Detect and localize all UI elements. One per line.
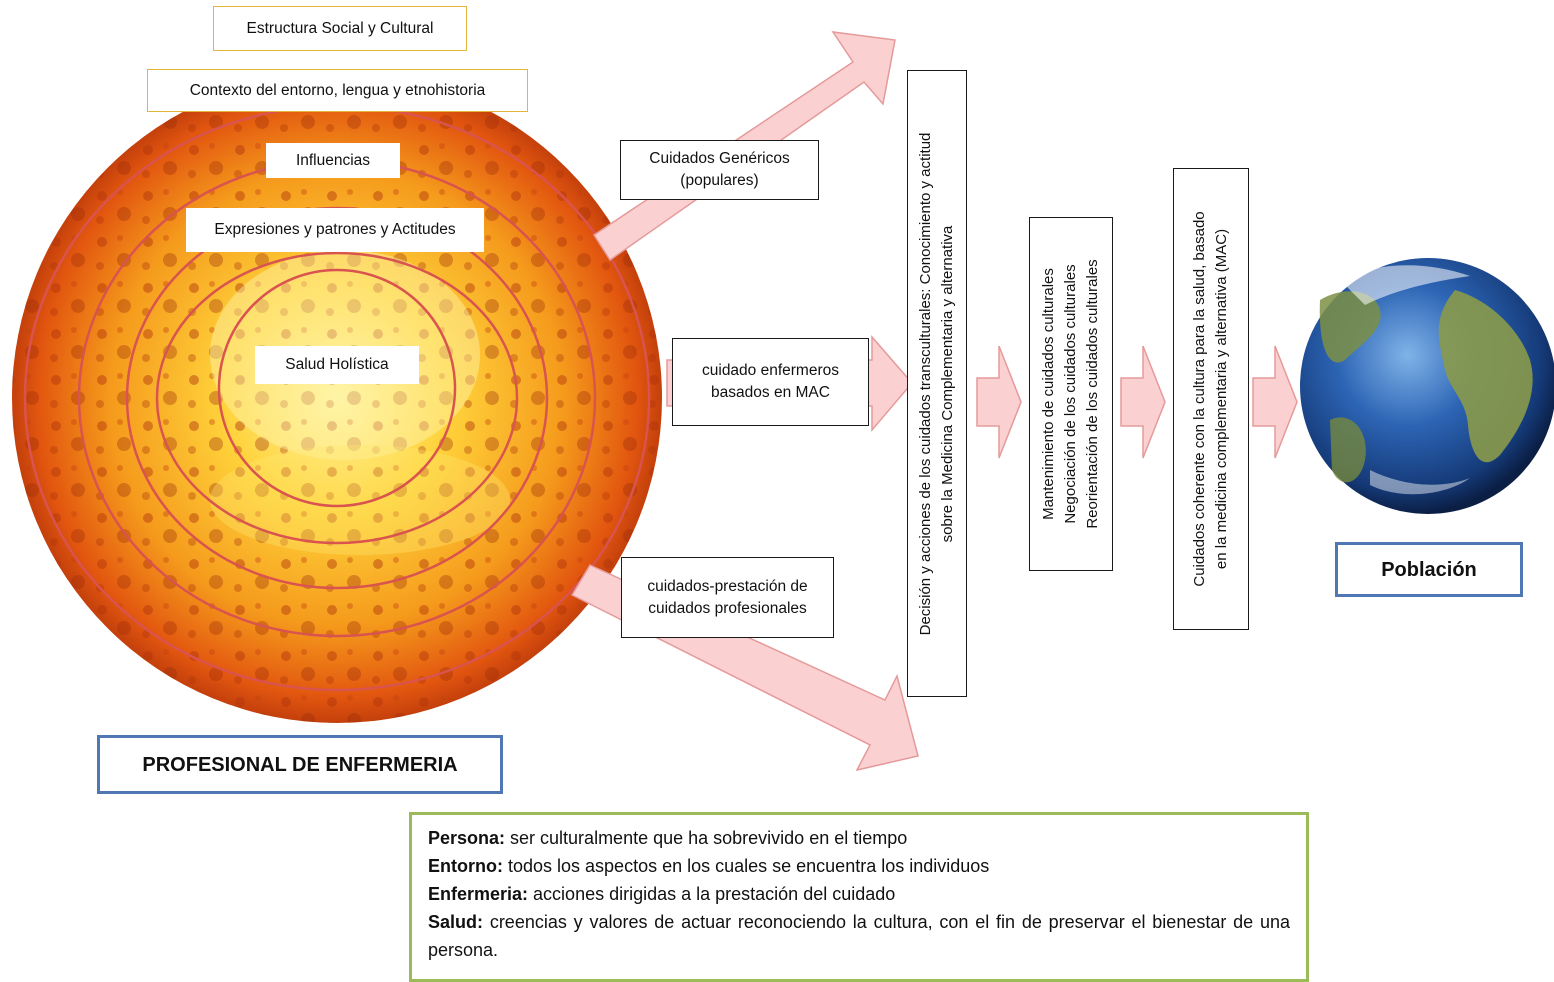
earth-clouds-south	[1370, 470, 1470, 495]
legend-persona-text: ser culturalmente que ha sobrevivido en …	[505, 828, 908, 848]
definitions-legend: Persona: ser culturalmente que ha sobrev…	[409, 812, 1309, 982]
process-modos-text: Mantenimiento de cuidados culturales Neg…	[1038, 259, 1104, 528]
process-modos-line3: Reorientación de los cuidados culturales	[1084, 259, 1101, 529]
legend-salud-text: creencias y valores de actuar reconocien…	[428, 912, 1290, 960]
layer-estructura: Estructura Social y Cultural	[213, 6, 467, 51]
branch-profesionales-line1: cuidados-prestación de	[647, 577, 808, 595]
legend-enfermeria-term: Enfermeria:	[428, 884, 529, 904]
layer-expresiones: Expresiones y patrones y Actitudes	[186, 208, 484, 252]
process-decision-text: Decisión y acciones de los cuidados tran…	[915, 132, 959, 635]
layer-influencias-label: Influencias	[295, 151, 371, 169]
ring-inner	[217, 268, 457, 508]
process-modos-line2: Negociación de los cuidados culturales	[1062, 264, 1079, 524]
process-decision: Decisión y acciones de los cuidados tran…	[907, 70, 967, 697]
process-coherente-line2: en la medicina complementaria y alternat…	[1213, 228, 1230, 570]
arrow-step-1	[976, 345, 1022, 459]
process-decision-line2: sobre la Medicina Complementaria y alter…	[939, 225, 956, 542]
legend-enfermeria-text: acciones dirigidas a la prestación del c…	[528, 884, 896, 904]
earth-continent-america	[1319, 291, 1381, 363]
earth-continent-africa	[1438, 290, 1533, 463]
legend-salud-term: Salud:	[428, 912, 484, 932]
branch-profesionales: cuidados-prestación de cuidados profesio…	[621, 557, 834, 638]
branch-genericos-line1: Cuidados Genéricos	[649, 150, 790, 167]
arrow-step-2	[1120, 345, 1166, 459]
branch-genericos-line2: (populares)	[680, 172, 759, 189]
label-poblacion: Población	[1335, 542, 1523, 597]
label-profesional: PROFESIONAL DE ENFERMERIA	[97, 735, 503, 794]
legend-entorno: Entorno: todos los aspectos en los cuale…	[428, 852, 1290, 880]
sun-texture	[12, 73, 662, 723]
layer-salud-holistica: Salud Holística	[255, 346, 419, 384]
earth-illustration	[1300, 258, 1554, 514]
sun-illustration	[12, 73, 662, 723]
layer-estructura-label: Estructura Social y Cultural	[246, 19, 434, 37]
legend-entorno-text: todos los aspectos en los cuales se encu…	[502, 856, 990, 876]
layer-influencias: Influencias	[266, 143, 400, 178]
legend-entorno-term: Entorno:	[428, 856, 503, 876]
branch-profesionales-line2: cuidados profesionales	[648, 599, 807, 617]
label-profesional-text: PROFESIONAL DE ENFERMERIA	[142, 753, 458, 776]
earth-continent-south	[1330, 417, 1366, 483]
arrow-step-3	[1252, 345, 1298, 459]
legend-enfermeria: Enfermeria: acciones dirigidas a la pres…	[428, 880, 1290, 908]
sun-highlight-lower	[210, 445, 510, 555]
legend-persona: Persona: ser culturalmente que ha sobrev…	[428, 824, 1290, 852]
earth-clouds	[1340, 265, 1470, 305]
process-coherente-text: Cuidados coherente con la cultura para l…	[1189, 211, 1233, 586]
legend-persona-term: Persona:	[428, 828, 506, 848]
process-coherente-line1: Cuidados coherente con la cultura para l…	[1191, 211, 1208, 587]
label-poblacion-text: Población	[1381, 558, 1477, 581]
branch-enfermeros-line1: cuidado enfermeros	[702, 362, 839, 379]
layer-expresiones-label: Expresiones y patrones y Actitudes	[214, 221, 456, 238]
branch-genericos: Cuidados Genéricos (populares)	[620, 140, 819, 200]
branch-enfermeros: cuidado enfermeros basados en MAC	[672, 338, 869, 426]
ring-fourth	[155, 251, 519, 545]
branch-enfermeros-line2: basados en MAC	[711, 384, 830, 401]
process-decision-line1: Decisión y acciones de los cuidados tran…	[917, 132, 934, 635]
process-modos-line1: Mantenimiento de cuidados culturales	[1040, 268, 1057, 520]
layer-salud-holistica-label: Salud Holística	[285, 356, 389, 373]
layer-contexto-label: Contexto del entorno, lengua y etnohisto…	[189, 81, 486, 99]
process-modos: Mantenimiento de cuidados culturales Neg…	[1029, 217, 1113, 571]
process-coherente: Cuidados coherente con la cultura para l…	[1173, 168, 1249, 630]
layer-contexto: Contexto del entorno, lengua y etnohisto…	[147, 69, 528, 112]
legend-salud: Salud: creencias y valores de actuar rec…	[428, 908, 1290, 964]
